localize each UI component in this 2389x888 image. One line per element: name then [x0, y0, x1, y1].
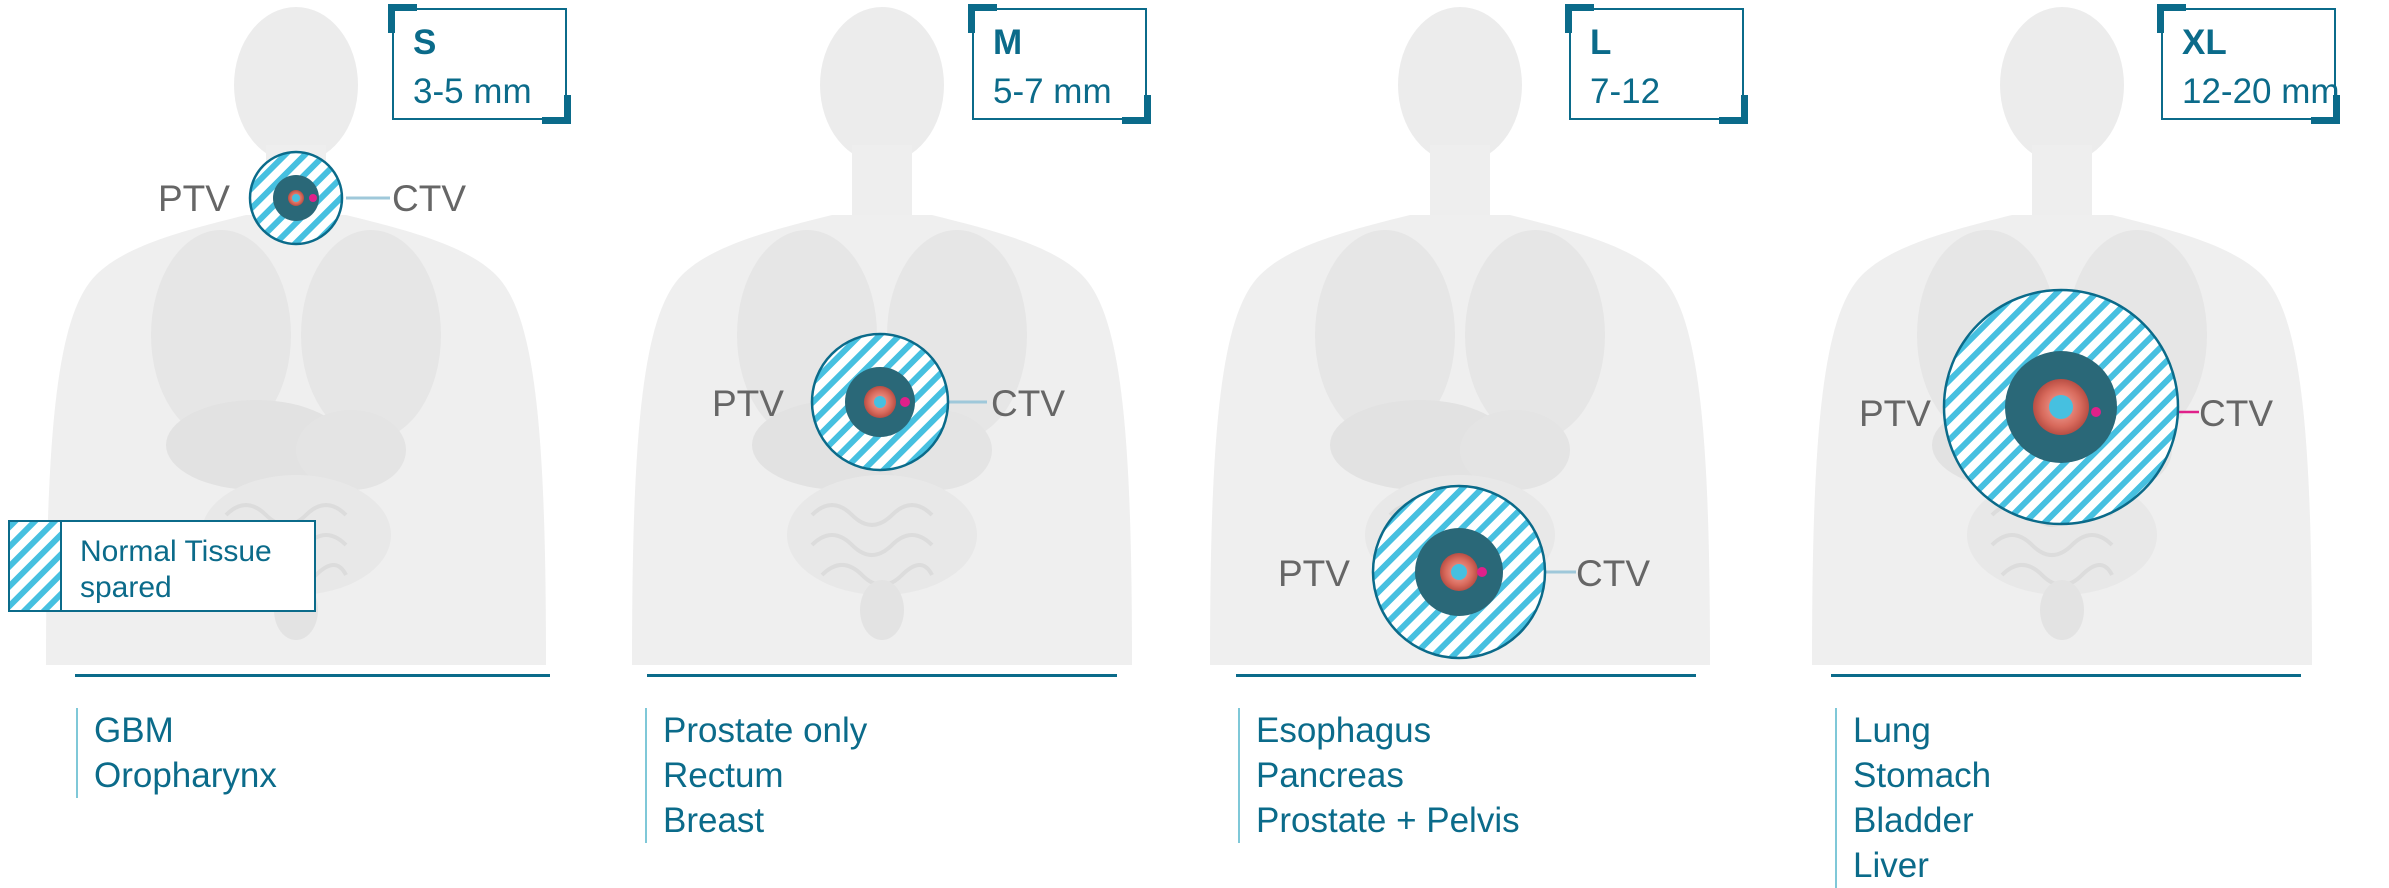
ptv-label: PTV	[712, 383, 784, 425]
size-badge: M 5-7 mm	[972, 8, 1147, 120]
site-item: GBM	[94, 708, 277, 753]
baseline	[1236, 674, 1696, 677]
size-badge: XL 12-20 mm	[2161, 8, 2336, 120]
legend: Normal Tissue spared	[8, 520, 316, 612]
hatch-swatch	[10, 522, 62, 610]
size-badge: S 3-5 mm	[392, 8, 567, 120]
site-item: Prostate only	[663, 708, 867, 753]
size-code: M	[993, 23, 1022, 63]
baseline	[647, 674, 1117, 677]
ctv-label: CTV	[991, 383, 1065, 425]
site-item: Breast	[663, 798, 867, 843]
panel-medium: M 5-7 mm PTV CTV Prostate only Rectum Br…	[597, 0, 1194, 882]
site-list: GBM Oropharynx	[76, 708, 277, 798]
size-range: 7-12	[1590, 72, 1660, 112]
panel-large: L 7-12 PTV CTV Esophagus Pancreas Prosta…	[1194, 0, 1791, 882]
size-code: S	[413, 23, 436, 63]
ptv-label: PTV	[1278, 553, 1350, 595]
site-item: Oropharynx	[94, 753, 277, 798]
ctv-label: CTV	[2199, 393, 2273, 435]
ptv-circle	[1944, 290, 2178, 524]
baseline	[1831, 674, 2301, 677]
corner-bracket	[1719, 95, 1748, 124]
site-list: Prostate only Rectum Breast	[645, 708, 867, 843]
panel-small: S 3-5 mm PTV CTV GBM Oropharynx Normal T…	[0, 0, 597, 882]
size-range: 3-5 mm	[413, 72, 532, 112]
corner-bracket	[1122, 95, 1151, 124]
size-badge: L 7-12	[1569, 8, 1744, 120]
site-item: Stomach	[1853, 753, 1991, 798]
corner-bracket	[542, 95, 571, 124]
size-range: 12-20 mm	[2182, 72, 2340, 112]
site-item: Lung	[1853, 708, 1991, 753]
baseline	[75, 674, 550, 677]
site-item: Prostate + Pelvis	[1256, 798, 1520, 843]
panel-extra-large: XL 12-20 mm PTV CTV Lung Stomach Bladder…	[1791, 0, 2388, 882]
site-item: Rectum	[663, 753, 867, 798]
legend-label-line1: Normal Tissue	[80, 534, 272, 570]
ptv-label: PTV	[158, 178, 230, 220]
site-item: Liver	[1853, 843, 1991, 888]
ctv-label: CTV	[392, 178, 466, 220]
size-code: L	[1590, 23, 1611, 63]
ptv-circle	[1373, 486, 1545, 658]
site-item: Pancreas	[1256, 753, 1520, 798]
site-item: Bladder	[1853, 798, 1991, 843]
size-code: XL	[2182, 23, 2227, 63]
legend-label: Normal Tissue spared	[80, 534, 272, 606]
ptv-circle	[250, 152, 342, 244]
ctv-label: CTV	[1576, 553, 1650, 595]
ptv-circle	[812, 334, 948, 470]
legend-label-line2: spared	[80, 570, 272, 606]
size-range: 5-7 mm	[993, 72, 1112, 112]
site-item: Esophagus	[1256, 708, 1520, 753]
site-list: Lung Stomach Bladder Liver	[1835, 708, 1991, 888]
site-list: Esophagus Pancreas Prostate + Pelvis	[1238, 708, 1520, 843]
ptv-label: PTV	[1859, 393, 1931, 435]
